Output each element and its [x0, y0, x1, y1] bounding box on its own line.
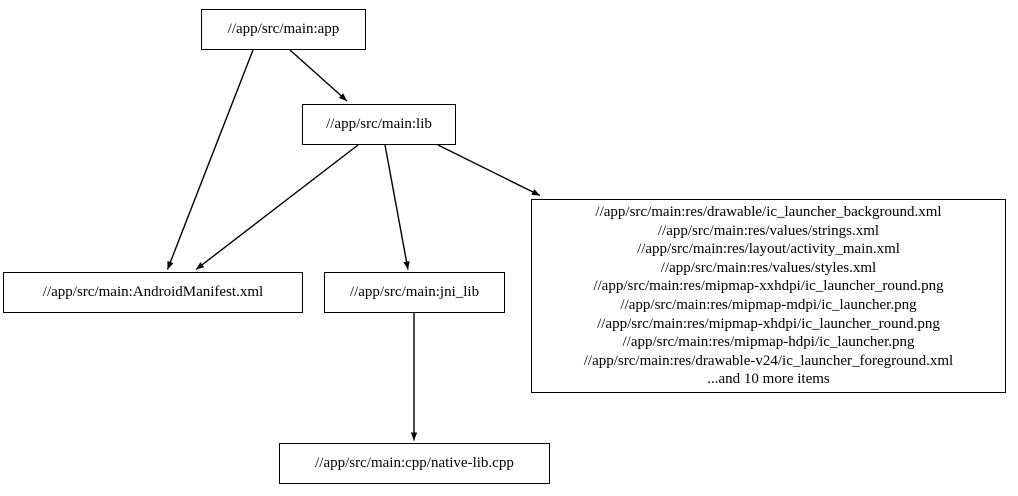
graph-node-lib-label: //app/src/main:lib	[326, 116, 432, 132]
graph-node-app[interactable]: //app/src/main:app	[201, 9, 366, 50]
graph-node-app-label: //app/src/main:app	[227, 21, 340, 37]
graph-node-native-lib-cpp[interactable]: //app/src/main:cpp/native-lib.cpp	[279, 443, 550, 484]
graph-node-res-group-label: //app/src/main:res/drawable/ic_launcher_…	[583, 204, 954, 388]
graph-node-res-group[interactable]: //app/src/main:res/drawable/ic_launcher_…	[531, 199, 1006, 393]
graph-node-native-lib-cpp-label: //app/src/main:cpp/native-lib.cpp	[315, 455, 514, 471]
edge-lib-to-res-group	[437, 144, 541, 197]
graph-node-android-manifest-label: //app/src/main:AndroidManifest.xml	[42, 284, 264, 300]
edge-lib-to-jni-lib	[384, 144, 410, 270]
edge-lib-to-android-manifest	[195, 144, 359, 271]
graph-node-jni-lib-label: //app/src/main:jni_lib	[349, 284, 480, 300]
edge-app-to-android-manifest	[166, 49, 254, 270]
graph-node-android-manifest[interactable]: //app/src/main:AndroidManifest.xml	[3, 272, 303, 313]
edge-app-to-lib	[289, 49, 348, 102]
graph-node-jni-lib[interactable]: //app/src/main:jni_lib	[324, 272, 505, 313]
graph-node-lib[interactable]: //app/src/main:lib	[302, 104, 456, 145]
